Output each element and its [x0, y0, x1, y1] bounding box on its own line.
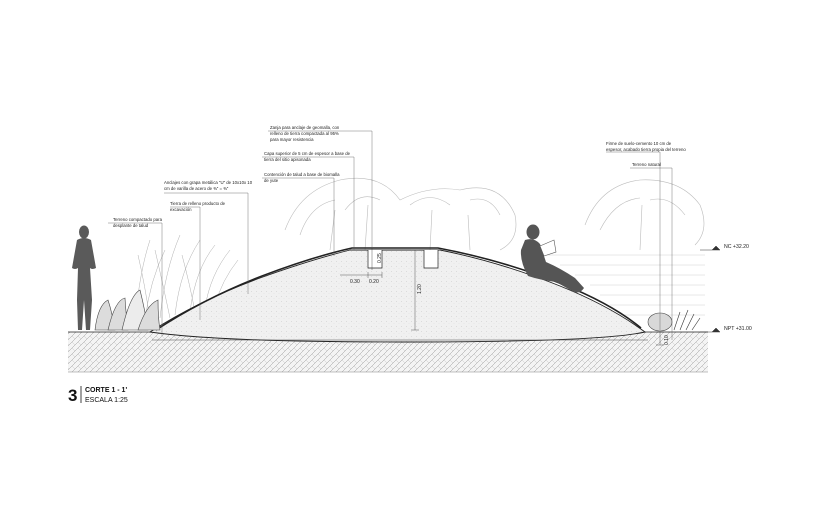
svg-text:Anclajes con grapa metálica "U: Anclajes con grapa metálica "U" de 10x10…: [164, 180, 253, 185]
level-nc: NC +32.20: [724, 244, 749, 250]
svg-text:relleno de tierra compactada a: relleno de tierra compactada al 95%: [270, 131, 339, 136]
annotation-firme: Firme de suelo-cemento 10 cm de espesor,…: [606, 141, 686, 152]
svg-text:Firme de suelo-cemento 10 cm d: Firme de suelo-cemento 10 cm de: [606, 141, 672, 146]
svg-text:tierra del sitio apisonada: tierra del sitio apisonada: [264, 157, 311, 162]
dim-020: 0.20: [369, 279, 379, 285]
svg-text:espesor, acabado tierra propia: espesor, acabado tierra propia del terre…: [606, 147, 686, 152]
background-trees: [284, 177, 705, 251]
grasses-left: [134, 234, 239, 321]
annotation-terreno-compactado: Terreno compactado para desplante de tal…: [113, 217, 163, 228]
dim-030: 0.30: [350, 279, 360, 285]
shrub-left: [94, 289, 161, 331]
svg-text:de yute: de yute: [264, 178, 279, 183]
mound-body: [148, 249, 647, 343]
anchor-trenches: [367, 250, 439, 269]
standing-person-figure: [72, 225, 96, 330]
svg-text:Contención de talud a base de: Contención de talud a base de biomalla: [264, 172, 340, 177]
annotation-leaders: [108, 130, 673, 340]
section-number: 3: [68, 386, 77, 405]
level-npt: NPT +31.00: [724, 326, 752, 332]
reading-person-figure: [520, 224, 584, 293]
annotation-zanja: Zanja para anclaje de geomalla, con rell…: [270, 125, 340, 142]
svg-text:para mayor resistencia: para mayor resistencia: [270, 137, 314, 142]
svg-text:Tierra de relleno producto de: Tierra de relleno producto de: [170, 201, 226, 206]
annotation-contencion: Contención de talud a base de biomalla d…: [264, 172, 340, 183]
dimension-lines: [340, 248, 664, 346]
svg-text:cm de varilla de acero de ⅜" =: cm de varilla de acero de ⅜" = ⅜": [164, 186, 229, 191]
svg-text:Terreno compactado para: Terreno compactado para: [113, 217, 163, 222]
section-scale: ESCALA 1:25: [85, 397, 128, 404]
annotation-relleno: Tierra de relleno producto de excavación: [170, 201, 226, 212]
section-title: CORTE 1 - 1': [85, 387, 127, 394]
mound-surface-layer: [155, 247, 642, 331]
svg-text:Zanja para anclaje de geomalla: Zanja para anclaje de geomalla, con: [270, 125, 340, 130]
annotation-anclaje: Anclajes con grapa metálica "U" de 10x10…: [164, 180, 253, 191]
annotation-capa: Capa superior de 5 cm de espesor a base …: [264, 151, 351, 162]
dim-120: 1.20: [417, 284, 423, 294]
svg-text:excavación: excavación: [170, 207, 192, 212]
level-marker-npt: [700, 327, 721, 333]
background-terrain-lines: [545, 254, 705, 316]
svg-text:Terreno natural: Terreno natural: [632, 162, 661, 167]
dim-025: 0.25: [377, 253, 383, 263]
svg-text:desplante de talud: desplante de talud: [113, 223, 149, 228]
dim-010: 0.10: [664, 335, 670, 345]
annotation-terreno-natural: Terreno natural: [632, 162, 661, 167]
level-marker-nc: [700, 245, 721, 251]
shrub-right: [647, 309, 701, 332]
svg-text:Capa superior de 5 cm de espes: Capa superior de 5 cm de espesor a base …: [264, 151, 351, 156]
